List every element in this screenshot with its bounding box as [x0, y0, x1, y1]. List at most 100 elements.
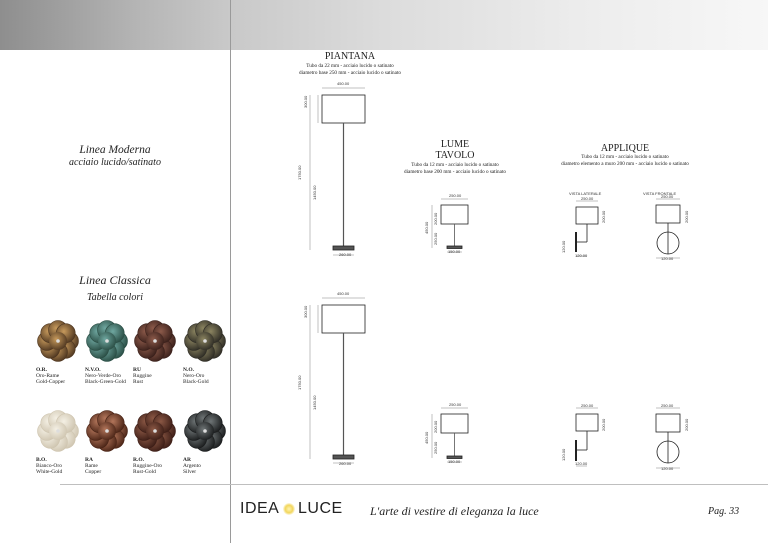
color-swatch-rosette: [184, 410, 226, 452]
lume-dim-base-2: 150.00: [448, 459, 461, 464]
swatch-code: N.V.O.: [85, 367, 101, 373]
swatch-name-it: Rame: [85, 463, 98, 470]
applique-side-shade-bottom: [575, 413, 599, 432]
swatch-name-en: White-Gold: [36, 469, 63, 476]
piantana-desc-2: diametro base 250 mm - acciaio lucido o …: [299, 70, 401, 76]
rosette-hole: [153, 429, 157, 433]
linea-moderna-subtitle: acciaio lucido/satinato: [69, 157, 161, 168]
rosette-hole: [56, 429, 60, 433]
swatch-code: B.O.: [36, 457, 47, 463]
piantana-dim-width-2: 450.00: [337, 291, 350, 296]
applique-side-dim-h: 120.00: [561, 240, 566, 253]
swatch-name-it: Argento: [183, 463, 201, 470]
lume-base-top: [446, 245, 463, 249]
swatch-code: RU: [133, 367, 141, 373]
color-swatch-rosette: [37, 320, 79, 362]
swatch-code: AR: [183, 457, 191, 463]
lume-dim-total-h: 450.00: [424, 221, 429, 234]
color-swatch-rosette: [86, 320, 128, 362]
piantana-dim-base: 260.00: [339, 252, 352, 257]
applique-side-dim-width: 250.00: [581, 196, 594, 201]
lume-dim-width-2: 250.00: [449, 402, 462, 407]
piantana-desc-1: Tubo da 22 mm - acciaio lucido o satinat…: [306, 63, 394, 69]
tagline: L'arte di vestire di eleganza la luce: [370, 504, 539, 518]
piantana-dim-stem-h: 1450.00: [312, 185, 317, 200]
applique-front-dim-depth-2: 120.00: [661, 466, 674, 471]
applique-side-dim-shade-h-2: 200.00: [601, 418, 606, 431]
piantana-base-top: [332, 245, 355, 251]
piantana-shade-top: [321, 94, 366, 124]
lume-dim-base: 150.00: [448, 249, 461, 254]
piantana-dim-stem-h-2: 1450.00: [312, 395, 317, 410]
color-swatch-rosette: [134, 410, 176, 452]
page-number: Pag. 33: [708, 506, 740, 517]
applique-desc-2: diametro elemento a muro 200 mm - acciai…: [561, 161, 689, 167]
linea-classica-title: Linea Classica: [79, 273, 151, 287]
tabella-colori-subtitle: Tabella colori: [86, 292, 144, 303]
applique-desc-1: Tubo da 12 mm - acciaio lucido o satinat…: [581, 154, 669, 160]
swatch-name-en: Copper: [85, 469, 102, 476]
vertical-divider: [230, 0, 231, 543]
piantana-dim-total-h: 1750.00: [297, 165, 302, 180]
color-swatch-rosette: [86, 410, 128, 452]
lume-desc-1: Tubo da 12 mm - acciaio lucido o satinat…: [411, 162, 499, 168]
swatch-name-en: Rust: [133, 379, 144, 386]
lume-shade-bottom: [440, 413, 469, 434]
rosette-hole: [56, 339, 60, 343]
applique-title: APPLIQUE: [600, 143, 650, 154]
applique-front-dim-depth: 120.00: [661, 256, 674, 261]
rosette-hole: [153, 339, 157, 343]
swatch-name-it: Ruggine: [133, 373, 152, 380]
lume-dim-stem-h: 250.00: [433, 232, 438, 245]
swatch-name-it: Oro-Rame: [36, 373, 60, 380]
swatch-code: N.O.: [183, 367, 194, 373]
vista-laterale-label: VISTA LATERALE: [569, 191, 602, 196]
piantana-dim-width: 450.00: [337, 81, 350, 86]
tavolo-title: TAVOLO: [435, 150, 475, 161]
brand-idea: IDEA: [240, 500, 280, 517]
rosette-hole: [203, 429, 207, 433]
swatch-name-en: Black-Gold: [183, 379, 209, 386]
brand-luce: LUCE: [298, 500, 343, 517]
swatch-code: R.O.: [133, 457, 144, 463]
piantana-dim-total-h-2: 1750.00: [297, 375, 302, 390]
applique-side-dim-h-2: 120.00: [561, 448, 566, 461]
lume-dim-width: 250.00: [449, 193, 462, 198]
piantana-shade-bottom: [321, 304, 366, 334]
swatch-name-en: Silver: [183, 469, 197, 476]
lume-dim-stem-h-2: 250.00: [433, 441, 438, 454]
piantana-dim-shade-h-2: 300.00: [303, 305, 308, 318]
lume-title: LUME: [440, 139, 470, 150]
swatch-name-it: Nero-Verde-Oro: [85, 373, 122, 380]
lume-dim-shade-h-2: 200.00: [433, 420, 438, 433]
piantana-title: PIANTANA: [324, 51, 376, 62]
applique-side-dim-width-2: 250.00: [581, 403, 594, 408]
rosette-hole: [105, 339, 109, 343]
applique-front-dim-width-2: 250.00: [661, 403, 674, 408]
lume-dim-total-h-2: 450.00: [424, 431, 429, 444]
footer-divider: [60, 484, 768, 485]
swatch-name-it: Nero-Oro: [183, 373, 205, 380]
swatch-code: O.R.: [36, 367, 47, 373]
applique-front-shade-top: [655, 204, 681, 224]
lume-shade-top: [440, 204, 469, 225]
swatch-name-en: Black-Green-Gold: [85, 379, 126, 386]
applique-front-dim-width: 250.00: [661, 194, 674, 199]
piantana-dim-base-2: 260.00: [339, 461, 352, 466]
lume-base-bottom: [446, 455, 463, 459]
vista-frontale-label: VISTA FRONTALE: [643, 191, 677, 196]
lume-dim-shade-h: 200.00: [433, 212, 438, 225]
top-band-left: [0, 0, 230, 50]
color-swatch-rosette: [37, 410, 79, 452]
applique-side-shade-top: [575, 206, 599, 225]
swatch-name-it: Ruggine-Oro: [133, 463, 163, 470]
rosette-hole: [203, 339, 207, 343]
